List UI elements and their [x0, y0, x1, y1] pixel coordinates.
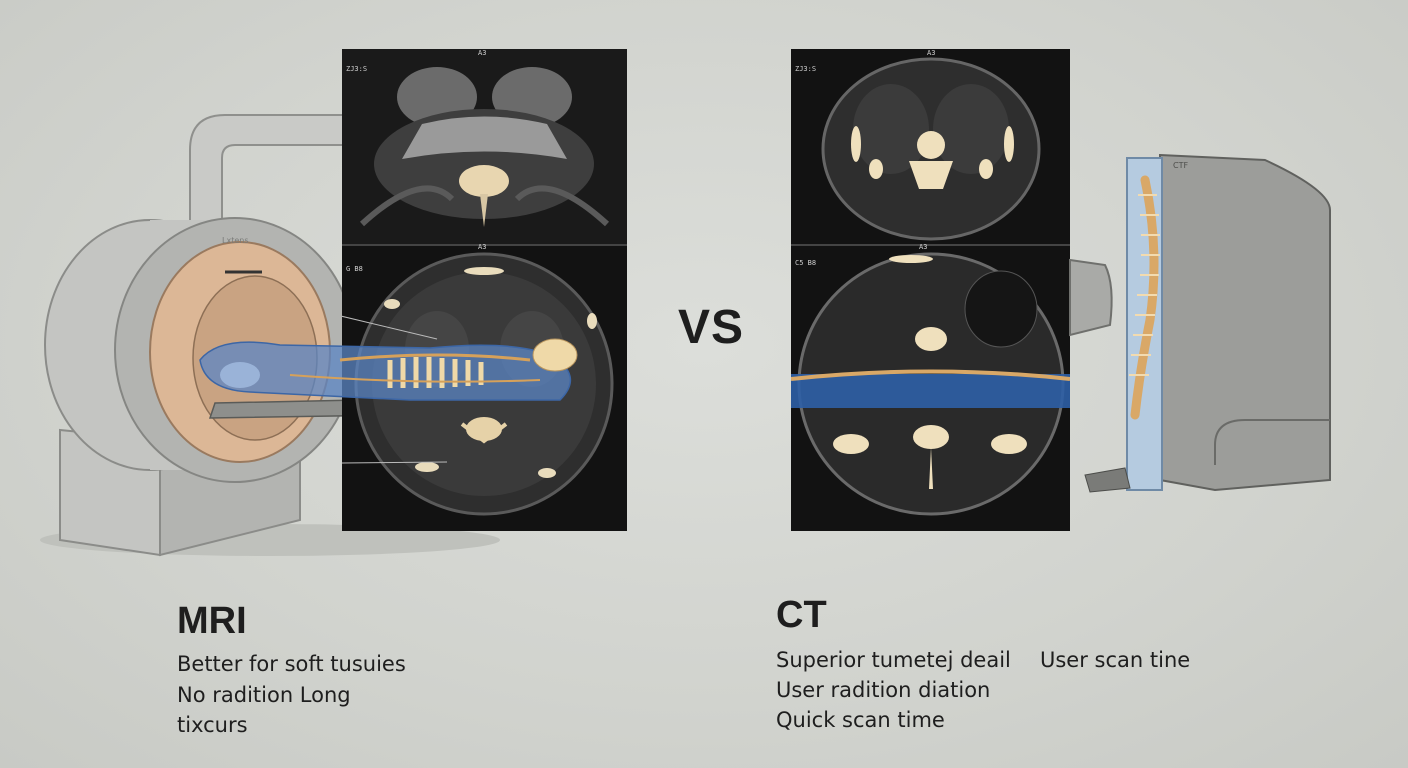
ct-column [1126, 157, 1163, 491]
mri-line-2: No radition Long [177, 683, 351, 707]
ct-scan-band [791, 374, 1070, 408]
ct-cabinet [1159, 153, 1331, 492]
mri-line-1: Better for soft tusuies [177, 652, 406, 676]
mri-scan-label-top: A3 [478, 49, 486, 57]
ct-line-1: Superior tumetej deail [776, 648, 1011, 672]
mri-scan-panel: ZJ3:S A3 G B8 A3 [342, 49, 627, 531]
mri-scanner-badge: Lxtens [222, 236, 249, 245]
svg-text:ZJ3:S: ZJ3:S [795, 65, 816, 73]
ct-side-console [1069, 258, 1113, 337]
mri-scan-label-mid: A3 [478, 243, 486, 251]
mri-overhead-pipe [189, 114, 346, 236]
svg-text:ZJ3:S: ZJ3:S [346, 65, 367, 73]
ct-scan-panel: ZJ3:S A3 C5 B8 A3 [791, 49, 1070, 531]
ct-foot-pedal [1084, 467, 1131, 493]
ct-scan-top: ZJ3:S A3 [795, 49, 1041, 241]
ct-scan-label-bottom: C5 B8 [795, 259, 816, 267]
ct-line-4: Quick scan time [776, 708, 945, 732]
mri-patient-body [199, 338, 578, 401]
ct-spine-model [1129, 175, 1160, 420]
ct-title: CT [776, 594, 827, 636]
ct-scanner-illustration: CTF [1069, 153, 1331, 493]
ct-scan-label-mid: A3 [919, 243, 927, 251]
mri-leader-line-top [342, 315, 438, 340]
mri-title: MRI [177, 600, 247, 642]
ct-scan-bottom: C5 B8 A3 [791, 243, 1070, 516]
mri-spine [387, 357, 484, 388]
ct-scanner-badge: CTF [1173, 161, 1188, 170]
vs-label: VS [678, 301, 745, 354]
ct-scan-label-top: A3 [927, 49, 935, 57]
mri-line-3: tixcurs [177, 713, 248, 737]
mri-leader-line-bottom [342, 461, 448, 464]
ct-line-2: User scan tine [1040, 648, 1191, 672]
mri-scan-top: ZJ3:S A3 [342, 49, 627, 244]
ct-line-3: User radition diation [776, 678, 991, 702]
mri-scan-label-bottom: G B8 [346, 265, 363, 273]
ct-front-panel [1214, 419, 1330, 465]
